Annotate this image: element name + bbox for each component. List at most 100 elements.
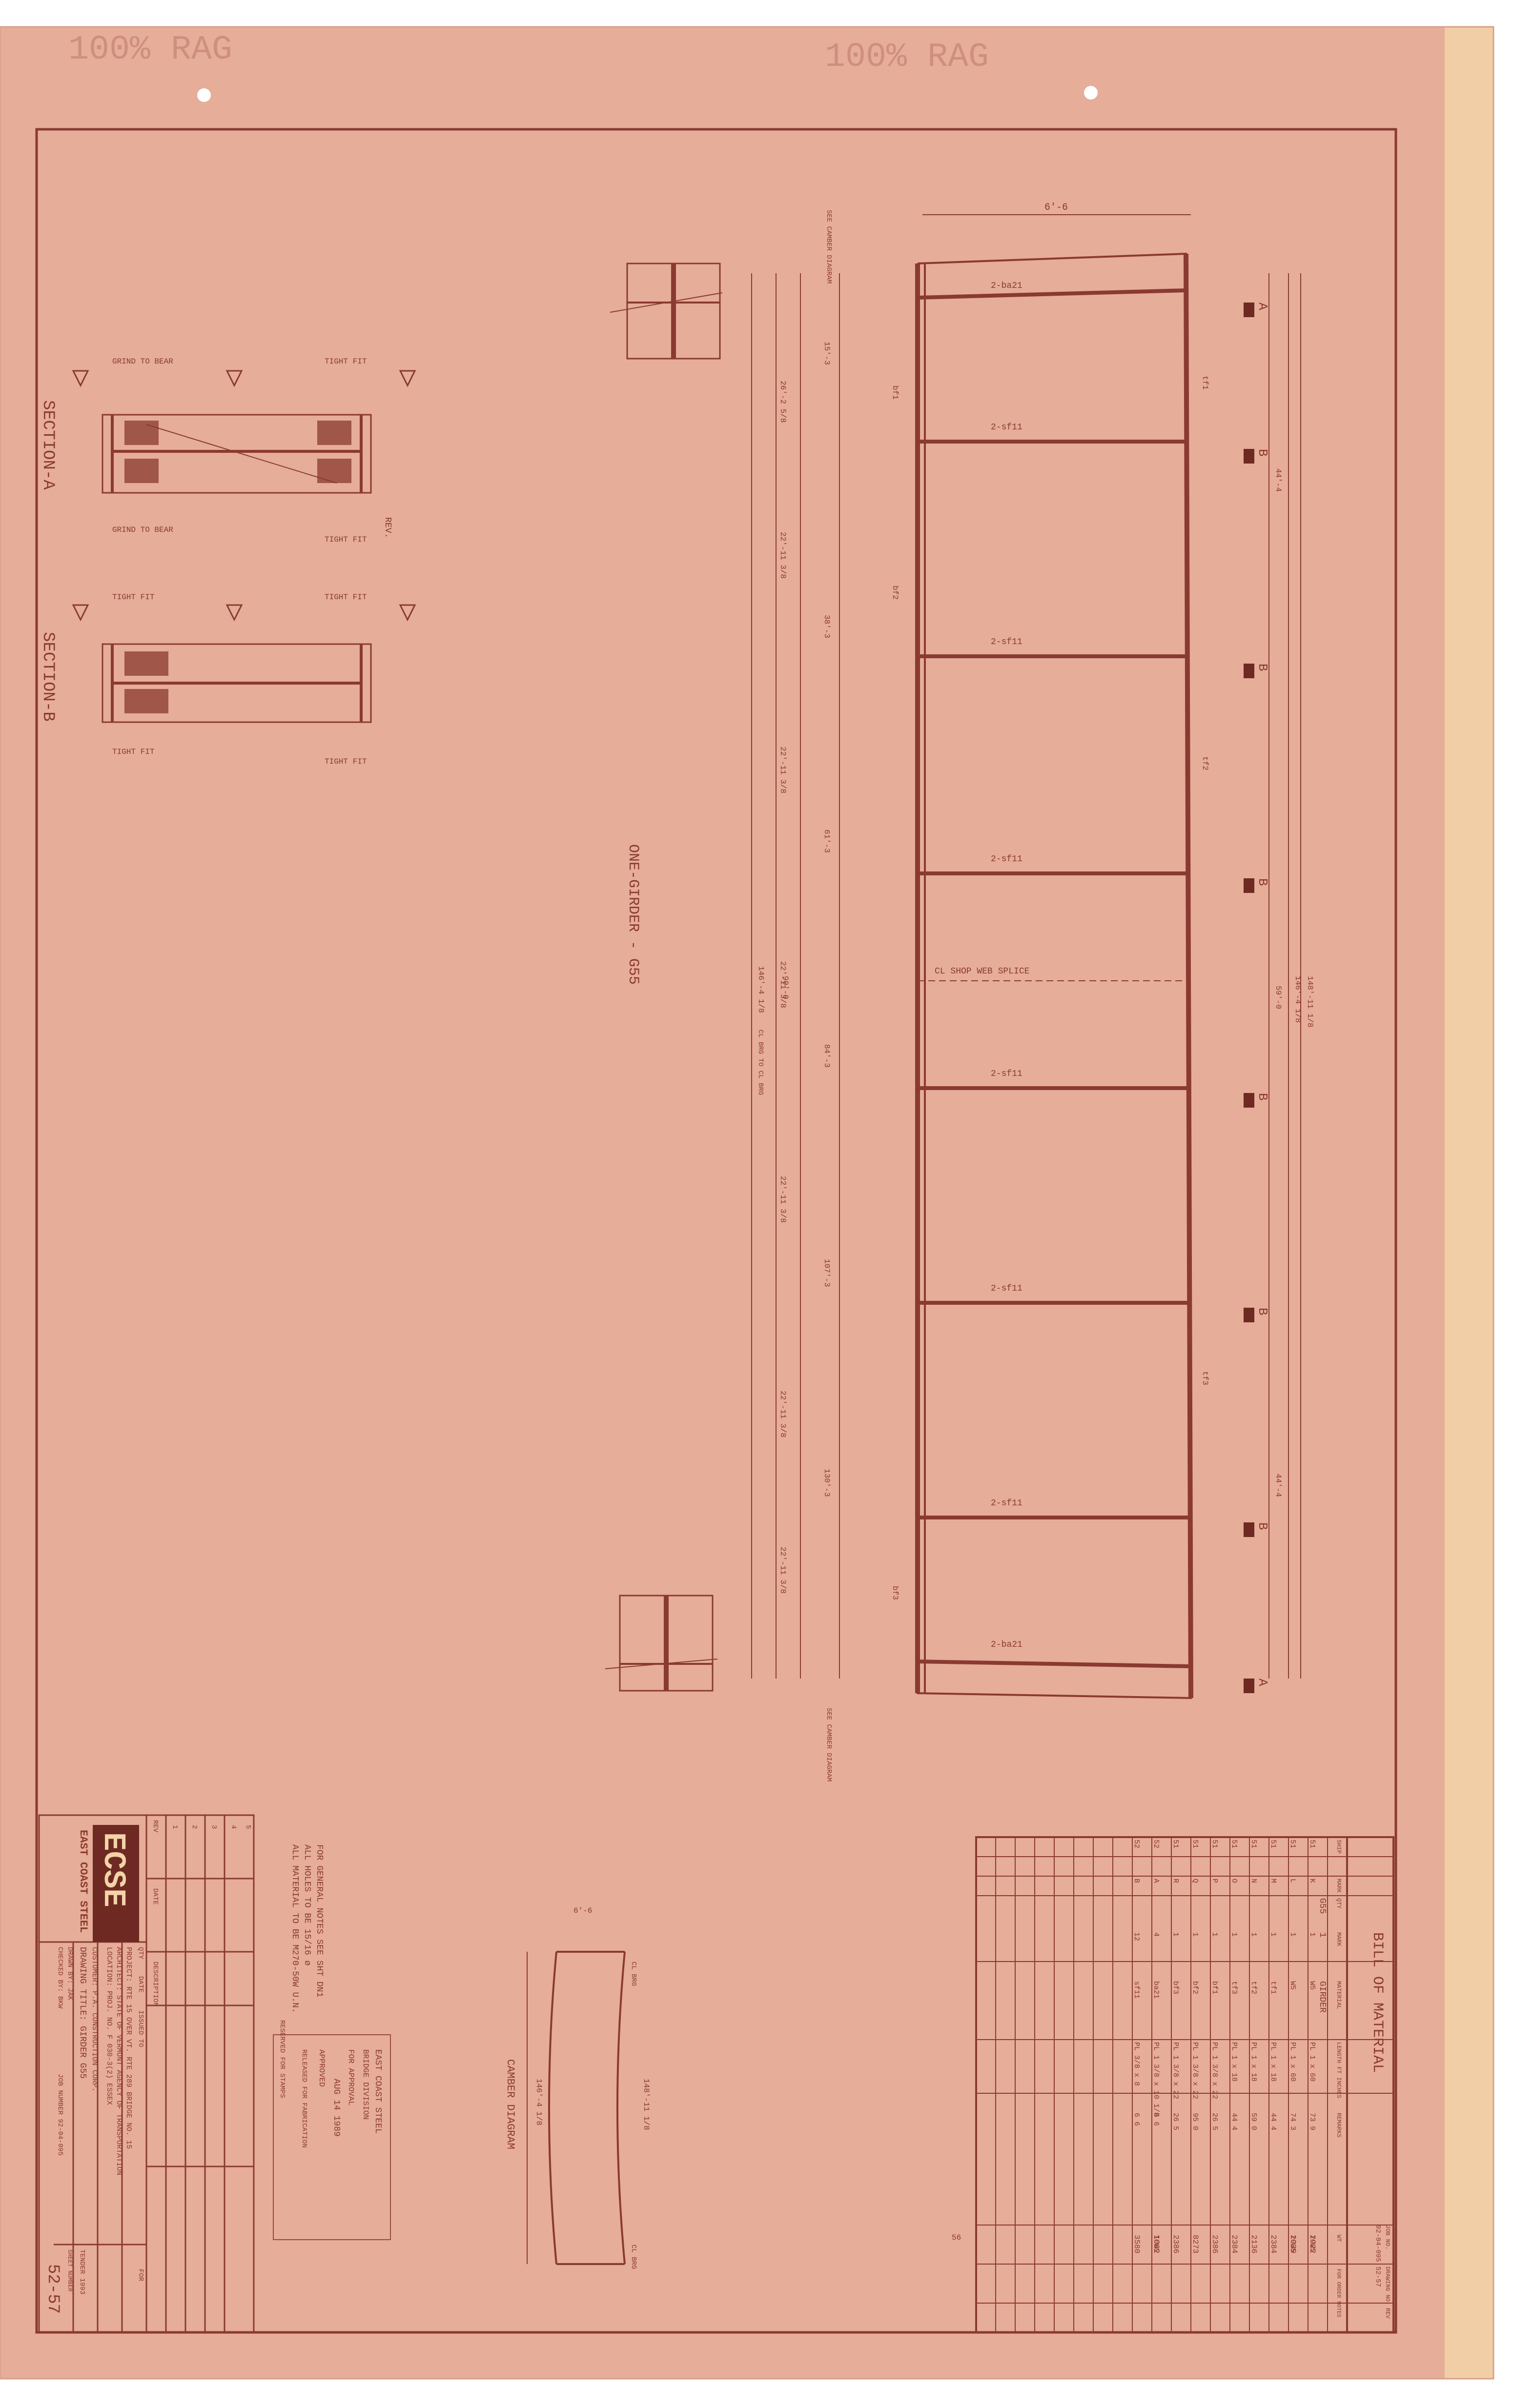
stiffener-label: 2-sf11 [991,1498,1022,1508]
end-detail-bottom [605,1595,718,1692]
bom-cell: PL 3/8 x 8 [1132,2042,1141,2086]
section-a-detail [72,370,416,494]
overall-dimension: 148'-11 1/8 [1306,976,1314,1028]
bom-cell: 1 [1288,1932,1297,1937]
stiffener-label: 2-sf11 [991,637,1022,647]
section-mark: B [1255,664,1270,671]
bom-cell: 52 [1152,1840,1160,1848]
revision-header: DATE [151,1888,159,1905]
tight-fit-label: TIGHT FIT [112,748,154,756]
bom-header: QTY [1335,1898,1342,1909]
title-sheet-number: 52-57 [43,2264,62,2314]
bom-weight: 2386 [1171,2235,1180,2253]
span-dimension: 59'-0 [1274,986,1283,1009]
bom-cell: 51 [1288,1840,1297,1848]
tight-fit-label: TIGHT FIT [325,357,367,366]
panel-dimension: 22'-11 3/8 [778,1547,787,1594]
camber-diagram [527,1951,626,2265]
bom-cell: PL 1 3/8 x 22 [1210,2042,1219,2099]
revision-header: ISSUED TO [137,2010,144,2047]
bom-cell: 74 3 [1288,2113,1297,2130]
stamp-approved: APPROVED [317,2049,326,2087]
section-b-detail [72,604,416,723]
camber-overall: 148'-11 1/8 [642,2079,651,2130]
title-location: LOCATION: PROJ. NO. F 030-3(2) ESSEX [105,1947,113,2105]
cumulative-dimension: 130'-3 [822,1469,831,1497]
company-name: EAST COAST STEEL [77,1830,89,1933]
section-mark: B [1255,1308,1270,1315]
bom-cell: B [1132,1879,1141,1883]
revision-mark: 5 [244,1825,252,1829]
bom-weight: 8273 [1191,2235,1200,2253]
bill-of-material-table [975,1836,1394,2333]
revision-header: REV [151,1820,159,1833]
bom-cell: 73 9 [1308,2113,1316,2130]
bom-cell: 1 [1191,1932,1199,1937]
punch-hole [197,88,211,102]
bom-cell: 51 [1230,1840,1238,1848]
bom-cell: 59 0 [1249,2113,1258,2130]
panel-dimension: 22'-11 3/8 [778,747,787,793]
bom-header: FOR ORDER NOTES [1335,2269,1341,2317]
revision-mark: 3 [210,1825,218,1829]
camber-brg: CL BRG [630,1962,637,1986]
stamp-date: AUG 14 1989 [331,2079,341,2137]
bom-header: WT [1335,2235,1342,2242]
cumulative-dimension: 61'-3 [822,830,831,853]
section-a-bolts [124,421,351,483]
paper-edge [1445,27,1493,2379]
bom-weight: 2384 [1269,2235,1278,2253]
revision-header: DESCRIPTION [151,1962,159,2006]
cumulative-dimension: 15'-3 [822,342,831,365]
bom-cell: 52 [1132,1840,1141,1848]
plate-mark: tf3 [1201,1371,1209,1385]
bom-header: REMARKS [1335,2113,1342,2137]
punch-hole [1084,86,1098,100]
bom-piece-qty: 1 [1317,1932,1327,1938]
bom-cell: PL 1 x 60 [1288,2042,1297,2082]
section-mark: A [1255,1679,1270,1686]
bom-cell: 1 [1308,1932,1316,1937]
bom-cell: sf11 [1132,1981,1141,1999]
bom-cell: PL 1 x 18 [1269,2042,1277,2082]
bom-cell: 1 [1269,1932,1277,1937]
bom-header: MARK [1335,1879,1342,1893]
bom-cell: tf3 [1230,1981,1238,1994]
bom-title: BILL OF MATERIAL [1369,1932,1386,2073]
bom-cell: ICW5 [1152,2235,1160,2252]
bom-cell: 51 [1171,1840,1180,1848]
bom-cell: 1 [1249,1932,1258,1937]
revision-mark: 1 [171,1825,179,1829]
revision-header: FOR [137,2269,144,2282]
plate-mark: bf3 [891,1586,900,1600]
stiffener-label: 2-ba21 [991,1640,1022,1650]
revision-header: DATE [137,1976,144,1993]
title-job-number: JOB NUMBER 92-04-095 [56,2074,64,2156]
camber-span: 146'-4 1/8 [534,2079,543,2125]
page-number: 56 [952,2233,961,2242]
panel-dimension: 22'-11 3/8 [778,1176,787,1223]
tight-fit-label: TIGHT FIT [112,593,154,602]
bom-header: SHIP [1335,1840,1342,1854]
title-drawn-by: DRAWN BY: JAK [66,1947,74,2001]
bom-cell: W5 [1308,1981,1316,1990]
title-checked-by: CHECKED BY: BKW [56,1947,64,2009]
flange-dimension: 44'-4 [1274,1474,1283,1497]
panel-dimension: 22'-11 3/8 [778,1391,787,1437]
bom-cell: ICW5 [1288,2235,1297,2252]
section-b-title: SECTION-B [39,632,57,722]
bom-cell: 51 [1249,1840,1258,1848]
bom-cell: bf1 [1210,1981,1219,1994]
watermark-left: 100% RAG [68,31,232,69]
cumulative-dimension: 38'-3 [822,615,831,638]
stiffener-label: 2-ba21 [991,281,1022,291]
bom-cell: N [1249,1879,1258,1883]
bom-cell: 1 [1171,1932,1180,1937]
revision-header: QTY [137,1947,144,1960]
plate-mark: bf1 [891,385,900,400]
bom-cell: 44 4 [1230,2113,1238,2130]
stiffener-label: 2-sf11 [991,854,1022,864]
bom-drawing-no: 52-57 [1374,2266,1382,2287]
panel-dimension: 22'-11 3/8 [778,532,787,579]
